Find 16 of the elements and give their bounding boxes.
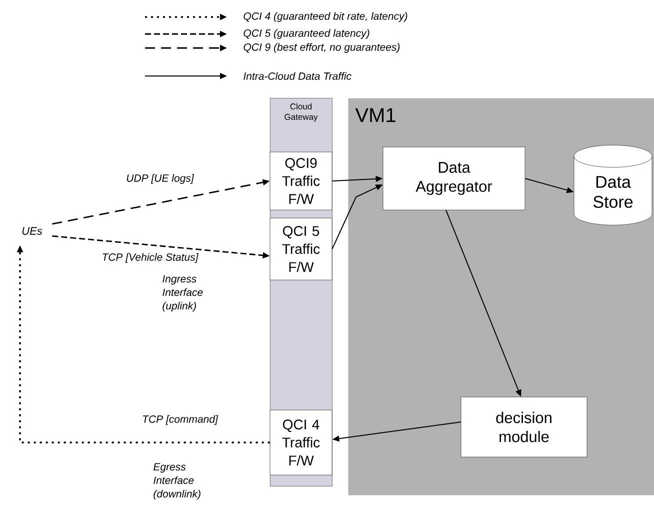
process-box: QCI9 Traffic F/W bbox=[270, 152, 332, 210]
legend-text: QCI 4 (guaranteed bit rate, latency) bbox=[244, 12, 408, 22]
edge-label: UDP [UE logs] bbox=[125, 173, 195, 185]
process-box: QCI 5 Traffic F/W bbox=[270, 218, 332, 280]
process-box: Data Aggregator bbox=[382, 146, 526, 210]
process-box: decision module bbox=[460, 396, 588, 458]
legend-text: Intra-Cloud Data Traffic bbox=[244, 72, 352, 80]
edge-label: TCP [command] bbox=[141, 414, 219, 426]
process-box: QCI 4 Traffic F/W bbox=[270, 410, 332, 476]
legend-text: QCI 5 (guaranteed latency) bbox=[244, 29, 370, 39]
interface-note: Egress Interface (downlink) bbox=[154, 463, 200, 500]
interface-note: Ingress Interface (uplink) bbox=[162, 275, 203, 312]
legend-text: QCI 9 (best effort, no guarantees) bbox=[244, 43, 400, 53]
database-cylinder: Data Store bbox=[574, 144, 652, 226]
edge-label: TCP [Vehicle Status] bbox=[100, 252, 200, 264]
endpoint-label: UEs bbox=[22, 227, 42, 235]
